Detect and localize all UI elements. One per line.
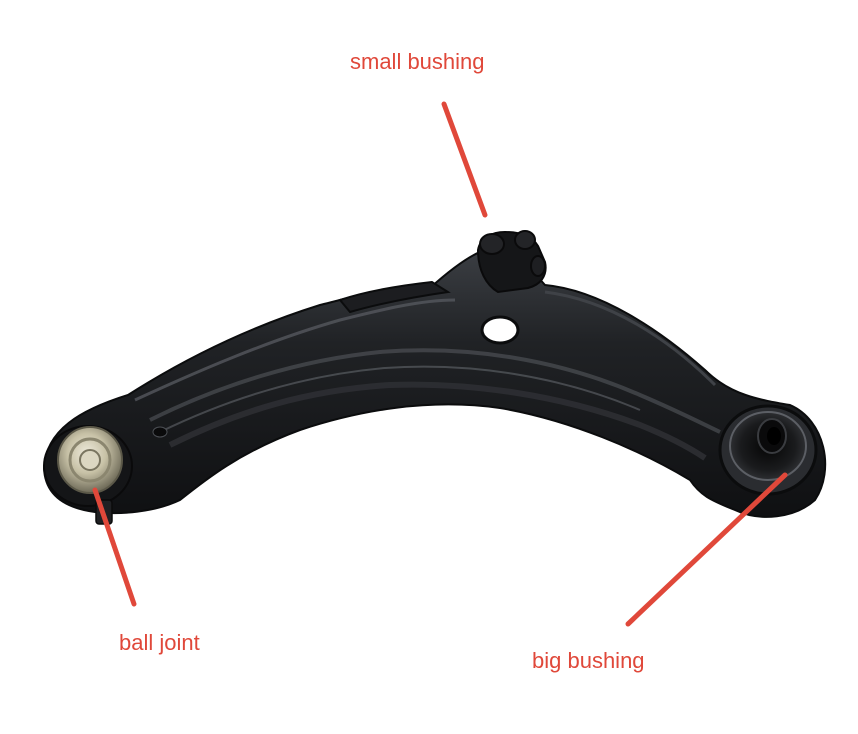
arm-mounting-hole xyxy=(480,315,520,345)
annotation-lines xyxy=(92,101,788,627)
arm-rear-tab xyxy=(338,280,451,314)
ball-joint-label: ball joint xyxy=(119,630,200,655)
ball-joint-ring xyxy=(68,437,112,483)
arm-flange-highlight xyxy=(134,298,456,402)
control-arm xyxy=(42,248,827,518)
big-bushing-pointer xyxy=(625,472,788,627)
arm-ridge-upper xyxy=(149,348,721,434)
small-bushing-cap-left xyxy=(479,233,505,255)
ball-joint-center xyxy=(79,449,101,471)
big-bushing-label: big bushing xyxy=(532,648,645,673)
big-bushing-bore xyxy=(767,427,781,445)
big-bushing xyxy=(718,404,818,496)
arm-ridge-lower xyxy=(168,381,707,461)
arm-right-flange xyxy=(544,290,717,387)
small-bushing-pointer xyxy=(441,101,488,218)
small-bushing xyxy=(476,230,547,294)
ball-joint xyxy=(43,425,133,525)
arm-ridge-shine xyxy=(159,365,641,433)
ball-joint-pointer xyxy=(92,487,137,607)
small-bushing-label: small bushing xyxy=(350,49,485,74)
small-bushing-cap-right xyxy=(514,230,536,250)
small-bushing-stud xyxy=(530,255,546,277)
arm-small-hole xyxy=(152,426,168,438)
